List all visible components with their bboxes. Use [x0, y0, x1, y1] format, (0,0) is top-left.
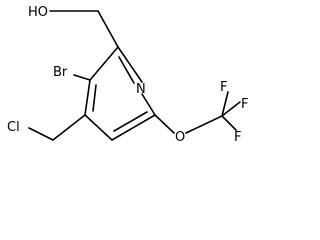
bonds: [28, 10, 241, 141]
atom-bromine: Br: [53, 65, 68, 80]
bond-c3-bromine: [73, 74, 91, 81]
atom-labels: HO Br N Cl O F F F: [7, 5, 248, 145]
atom-fluorine-bottom: F: [234, 130, 241, 145]
bond-c4-methylene: [52, 114, 86, 141]
bond-c5-c4: [84, 114, 113, 141]
double-bond-c3-c4-inner: [92, 84, 97, 112]
bond-ether-oxygen-cf3: [185, 115, 223, 134]
atom-ether-oxygen: O: [175, 130, 185, 145]
bond-c2-n1: [117, 46, 143, 83]
bond-cf3-fluorine-right: [221, 101, 241, 117]
bond-n1-c6: [141, 93, 156, 116]
atom-fluorine-top: F: [220, 80, 227, 95]
atom-hydroxyl: HO: [28, 5, 48, 20]
bond-c6-ether-oxygen: [154, 114, 175, 134]
atom-chlorine: Cl: [7, 120, 20, 135]
bond-methylene-to-ring: [97, 10, 119, 48]
chemical-structure: HO Br N Cl O F F F: [7, 5, 248, 145]
bond-cf3-fluorine-bottom: [221, 115, 237, 131]
bond-methylene-chlorine: [28, 127, 54, 141]
double-bond-c2-n1-inner: [118, 56, 135, 84]
bond-c6-c5: [111, 114, 156, 141]
bond-cf3-fluorine-top: [221, 91, 229, 117]
double-bond-c5-c6-inner: [113, 111, 148, 132]
atom-ring-nitrogen: N: [136, 82, 146, 97]
bond-c3-c2: [89, 46, 119, 81]
atom-fluorine-right: F: [241, 97, 248, 112]
bond-c4-c3: [84, 79, 91, 116]
